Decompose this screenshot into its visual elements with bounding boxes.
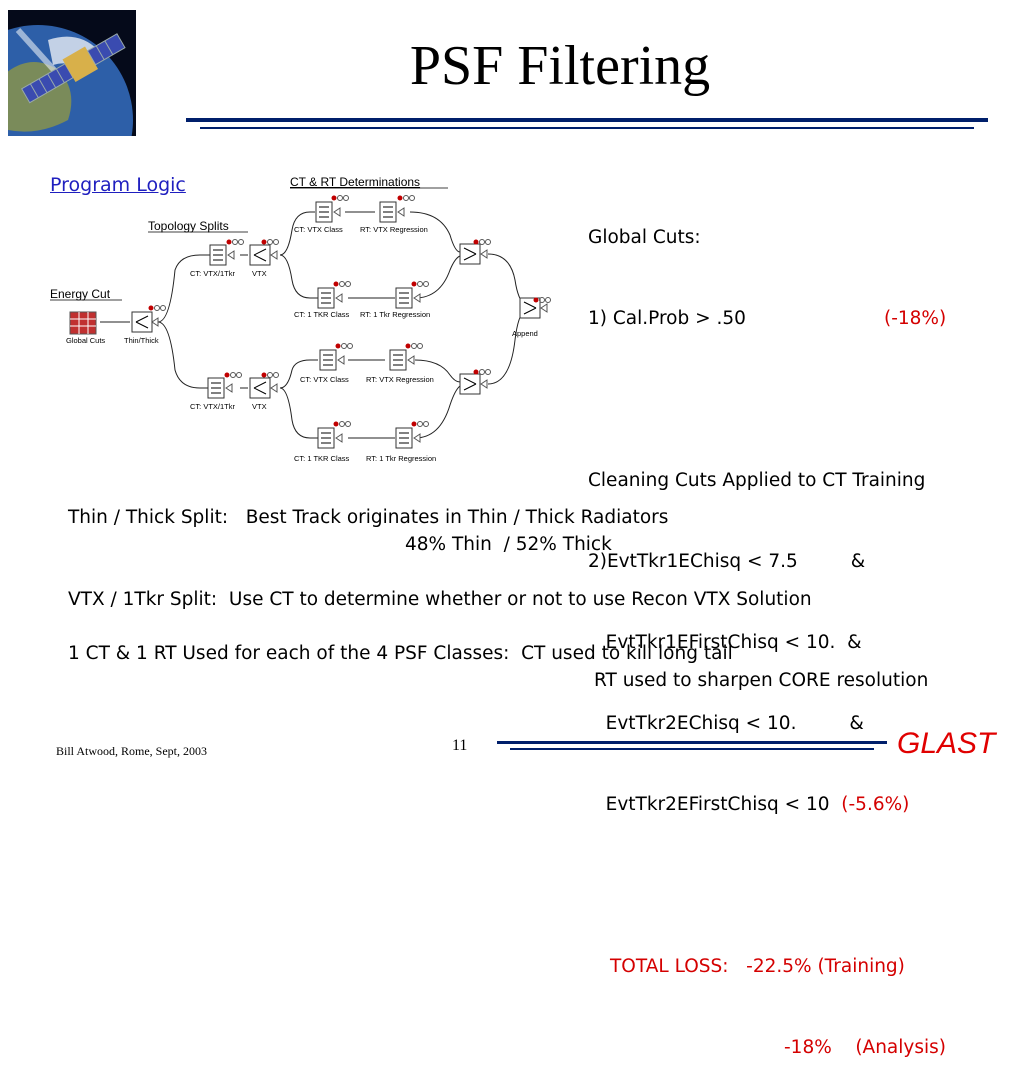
- merge-bottom-node[interactable]: [459, 369, 491, 395]
- cleaning-cut-last: EvtTkr2EFirstChisq < 10: [588, 794, 830, 815]
- ct-vtx1tkr-top-node[interactable]: [209, 239, 244, 266]
- note-ct-rt: 1 CT & 1 RT Used for each of the 4 PSF C…: [68, 643, 733, 664]
- total-loss-training: TOTAL LOSS: -22.5% (Training): [610, 956, 905, 977]
- note-rt: RT used to sharpen CORE resolution: [594, 670, 929, 691]
- ct-vtx1tkr-top-label: CT: VTX/1Tkr: [190, 269, 236, 278]
- ct-vtx-class-1-label: CT: VTX Class: [294, 225, 343, 234]
- cuts-line-2: 1) Cal.Prob > .50 (-18%): [588, 305, 946, 332]
- footer-author: Bill Atwood, Rome, Sept, 2003: [56, 744, 208, 758]
- footer-rule-top: [497, 741, 887, 744]
- merge-top-node[interactable]: [459, 239, 491, 265]
- rt-1tkr-reg-2-label: RT: 1 Tkr Regression: [366, 454, 436, 463]
- rt-vtx-reg-1-node[interactable]: [379, 195, 415, 223]
- vtx-top-node[interactable]: [249, 239, 279, 266]
- ct-1tkr-class-1-label: CT: 1 TKR Class: [294, 310, 350, 319]
- vtx-bot-label: VTX: [252, 402, 267, 411]
- vtx-top-label: VTX: [252, 269, 267, 278]
- energy-label: Energy Cut: [50, 287, 111, 301]
- rt-1tkr-reg-1-node[interactable]: [395, 281, 429, 309]
- workflow-diagram: CT & RT Determinations Topology Splits E…: [50, 175, 551, 463]
- ct-1tkr-class-2-label: CT: 1 TKR Class: [294, 454, 350, 463]
- ct-vtx-class-1-node[interactable]: [315, 195, 349, 223]
- thin-thick-label: Thin/Thick: [124, 336, 159, 345]
- rt-vtx-reg-1-label: RT: VTX Regression: [360, 225, 428, 234]
- note-thin-thick: Thin / Thick Split: Best Track originate…: [68, 507, 669, 528]
- rt-1tkr-reg-2-node[interactable]: [395, 421, 429, 449]
- glast-logo: GLAST: [897, 727, 996, 760]
- thin-thick-node[interactable]: [131, 305, 166, 333]
- rt-1tkr-reg-1-label: RT: 1 Tkr Regression: [360, 310, 430, 319]
- footer-rule-bottom: [510, 748, 874, 750]
- global-cuts-label: Global Cuts: [66, 336, 105, 345]
- cuts-line-1: Global Cuts:: [588, 227, 701, 248]
- cal-prob-cut: 1) Cal.Prob > .50: [588, 308, 746, 329]
- page-title: PSF Filtering: [409, 35, 711, 97]
- title-rule-bottom: [200, 127, 974, 129]
- topology-label: Topology Splits: [148, 219, 229, 233]
- note-vtx-split: VTX / 1Tkr Split: Use CT to determine wh…: [68, 589, 812, 610]
- total-loss-analysis: -18% (Analysis): [784, 1037, 946, 1058]
- satellite-logo: [0, 10, 136, 215]
- rt-vtx-reg-2-label: RT: VTX Regression: [366, 375, 434, 384]
- cuts-line-4: 2)EvtTkr1EChisq < 7.5 &: [588, 551, 866, 572]
- cleaning-pct: (-5.6%): [841, 794, 910, 815]
- program-logic-link[interactable]: Program Logic: [50, 174, 186, 196]
- ct-rt-label: CT & RT Determinations: [290, 175, 420, 189]
- ct-vtx1tkr-bot-node[interactable]: [207, 372, 242, 399]
- page-number: 11: [452, 737, 468, 754]
- ct-vtx-class-2-label: CT: VTX Class: [300, 375, 349, 384]
- ct-1tkr-class-1-node[interactable]: [317, 281, 351, 309]
- note-thin-thick-pct: 48% Thin / 52% Thick: [405, 534, 612, 555]
- append-label: Append: [512, 329, 538, 338]
- cuts-line-5: EvtTkr1EFirstChisq < 10. &: [588, 632, 862, 653]
- cuts-line-6: EvtTkr2EChisq < 10. &: [588, 713, 864, 734]
- append-node[interactable]: [519, 297, 551, 319]
- cuts-line-3: Cleaning Cuts Applied to CT Training: [588, 470, 926, 491]
- cuts-block: Global Cuts: 1) Cal.Prob > .50 (-18%) Cle…: [588, 170, 946, 1088]
- vtx-bot-node[interactable]: [249, 372, 279, 399]
- cal-prob-pct: (-18%): [884, 308, 947, 329]
- ct-vtx-class-2-node[interactable]: [319, 343, 353, 371]
- ct-1tkr-class-2-node[interactable]: [317, 421, 351, 449]
- ct-vtx1tkr-bot-label: CT: VTX/1Tkr: [190, 402, 236, 411]
- global-cuts-node[interactable]: [69, 311, 97, 335]
- title-rule-top: [186, 118, 988, 122]
- rt-vtx-reg-2-node[interactable]: [389, 343, 423, 371]
- cuts-line-7: EvtTkr2EFirstChisq < 10 (-5.6%): [588, 791, 946, 818]
